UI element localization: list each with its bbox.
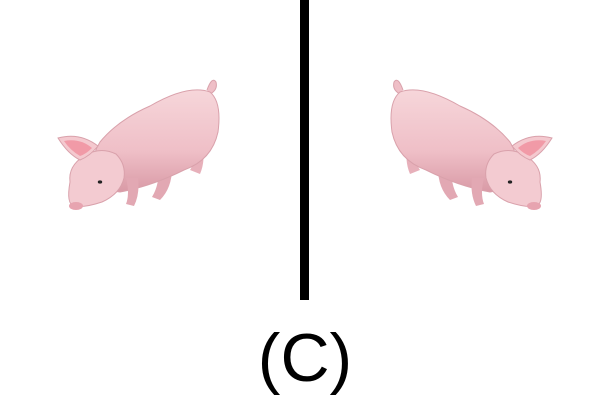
pig-icon	[57, 79, 220, 210]
vertical-divider	[300, 0, 309, 300]
pig-icon-mirrored	[390, 79, 553, 210]
panel-label: (C)	[257, 320, 353, 396]
